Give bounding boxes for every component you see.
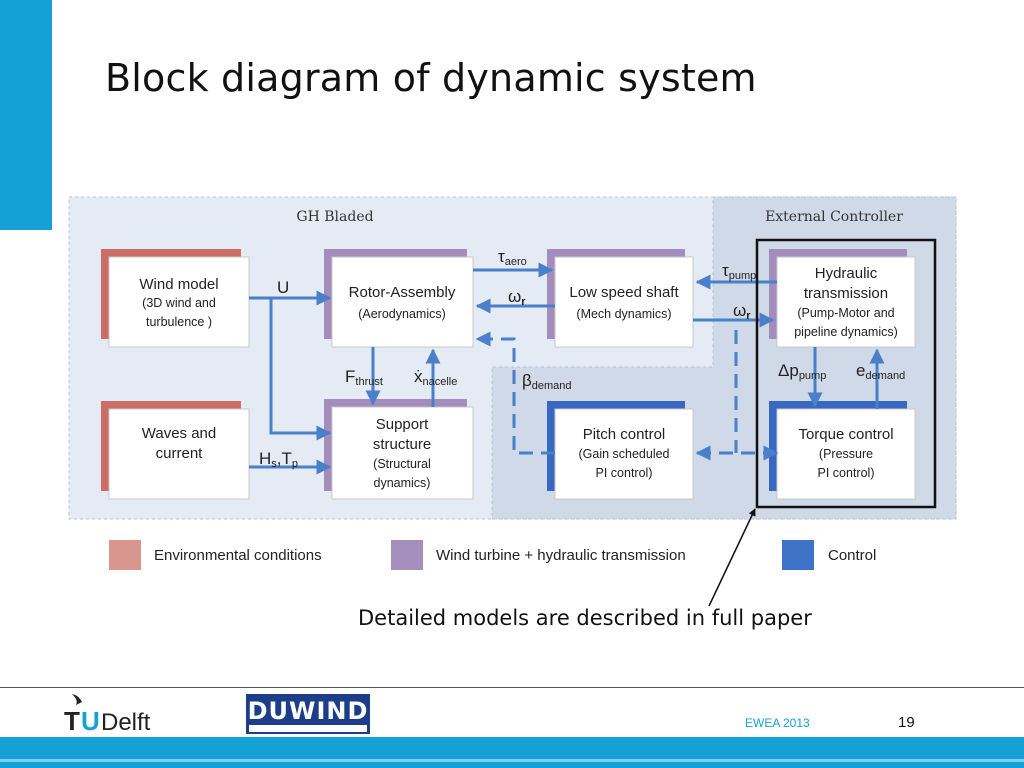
torque-sub-1: (Pressure xyxy=(819,447,873,461)
rotor-title: Rotor-Assembly xyxy=(349,284,456,301)
shaft-sub: (Mech dynamics) xyxy=(576,307,671,321)
hydraulic-title-1: Hydraulic xyxy=(815,265,878,282)
svg-text:U: U xyxy=(81,706,100,736)
pitch-sub-2: PI control) xyxy=(596,466,653,480)
torque-title: Torque control xyxy=(798,426,893,443)
legend-swatch-control xyxy=(782,540,814,570)
pitch-block xyxy=(554,408,694,500)
support-title-2: structure xyxy=(373,436,431,453)
rotor-block xyxy=(331,256,474,348)
waves-block xyxy=(108,408,250,500)
footer-band-line xyxy=(0,759,1024,762)
footer-event: EWEA 2013 xyxy=(745,716,810,730)
region-controller-label: External Controller xyxy=(765,209,903,225)
signal-beta-demand: βdemand xyxy=(522,371,572,392)
signal-f-thrust: Fthrust xyxy=(345,367,383,388)
hydraulic-sub-1: (Pump-Motor and xyxy=(797,306,894,320)
legend-label-turbine: Wind turbine + hydraulic transmission xyxy=(436,547,686,564)
slide-title: Block diagram of dynamic system xyxy=(105,56,757,100)
pitch-sub-1: (Gain scheduled xyxy=(578,447,669,461)
signal-e-demand: edemand xyxy=(856,361,905,382)
waves-title-2: current xyxy=(156,445,204,462)
legend-swatch-turbine xyxy=(391,540,423,570)
support-sub-1: (Structural xyxy=(373,457,431,471)
legend-label-env: Environmental conditions xyxy=(154,547,322,564)
pointer-line xyxy=(708,508,756,607)
shaft-title: Low speed shaft xyxy=(569,284,679,301)
highlight-box xyxy=(755,238,937,509)
torque-sub-2: PI control) xyxy=(818,466,875,480)
hydraulic-sub-2: pipeline dynamics) xyxy=(794,325,898,339)
wind-model-title: Wind model xyxy=(139,276,218,293)
hydraulic-block xyxy=(776,256,916,348)
wind-model-block xyxy=(108,256,250,348)
accent-bar xyxy=(0,0,52,230)
slide-note: Detailed models are described in full pa… xyxy=(358,606,812,630)
svg-text:Delft: Delft xyxy=(101,709,151,736)
signal-tau-aero: τaero xyxy=(498,247,527,268)
tu-delft-logo: T U Delft xyxy=(64,694,151,736)
svg-text:T: T xyxy=(64,706,80,736)
signal-dp-pump: Δppump xyxy=(778,361,826,382)
signal-omega-r: ωr xyxy=(508,287,526,308)
arrow-wind-to-support xyxy=(269,298,332,441)
page-number: 19 xyxy=(898,714,915,731)
support-sub-2: dynamics) xyxy=(374,476,431,490)
shaft-block xyxy=(554,256,694,348)
waves-title-1: Waves and xyxy=(142,425,216,442)
footer-divider xyxy=(0,687,1024,688)
wind-model-sub2: turbulence ) xyxy=(146,315,212,329)
support-block xyxy=(331,406,474,500)
footer-band xyxy=(0,737,1024,768)
legend-label-control: Control xyxy=(828,547,876,564)
legend-swatch-env xyxy=(109,540,141,570)
signal-x-nacelle: ẋnacelle xyxy=(414,367,457,388)
signal-u: U xyxy=(277,278,289,297)
hydraulic-title-2: transmission xyxy=(804,285,888,302)
pitch-title: Pitch control xyxy=(583,426,666,443)
wind-model-sub1: (3D wind and xyxy=(142,296,216,310)
support-title-1: Support xyxy=(376,416,429,433)
torque-block xyxy=(776,408,916,500)
region-bladed-label: GH Bladed xyxy=(296,209,373,225)
rotor-sub: (Aerodynamics) xyxy=(358,307,446,321)
signal-tau-pump: τpump xyxy=(722,261,756,282)
signal-omega-r-2: ωr xyxy=(733,301,751,322)
arrow-pitch-to-rotor xyxy=(475,331,555,455)
duwind-logo: DUWIND xyxy=(246,694,370,734)
signal-hs-tp: Hs,Tp xyxy=(259,449,298,470)
